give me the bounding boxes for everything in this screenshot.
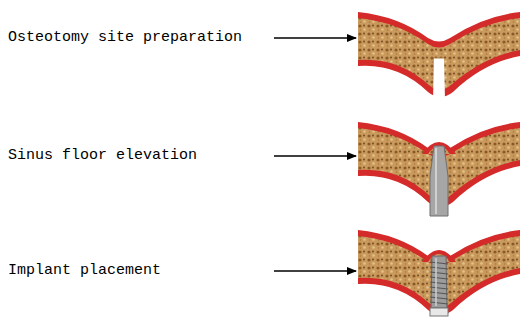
- implant-thread: [430, 277, 448, 279]
- implant-thread: [430, 282, 448, 284]
- implant-thread: [430, 287, 448, 289]
- leader-arrow: [274, 37, 356, 39]
- implant-thread: [430, 262, 448, 264]
- implant-thread: [430, 297, 448, 299]
- elevation-figure: [358, 122, 520, 216]
- implant-thread: [430, 292, 448, 294]
- leader-arrow: [274, 155, 356, 157]
- step-label: Implant placement: [8, 262, 161, 279]
- osteotomy-figure: [358, 12, 520, 100]
- implant-thread: [430, 302, 448, 304]
- implant-figure: [358, 230, 520, 316]
- step-label: Sinus floor elevation: [8, 147, 197, 164]
- implant-thread: [430, 272, 448, 274]
- leader-arrow: [274, 270, 356, 272]
- step-label: Osteotomy site preparation: [8, 29, 242, 46]
- implant-thread: [430, 267, 448, 269]
